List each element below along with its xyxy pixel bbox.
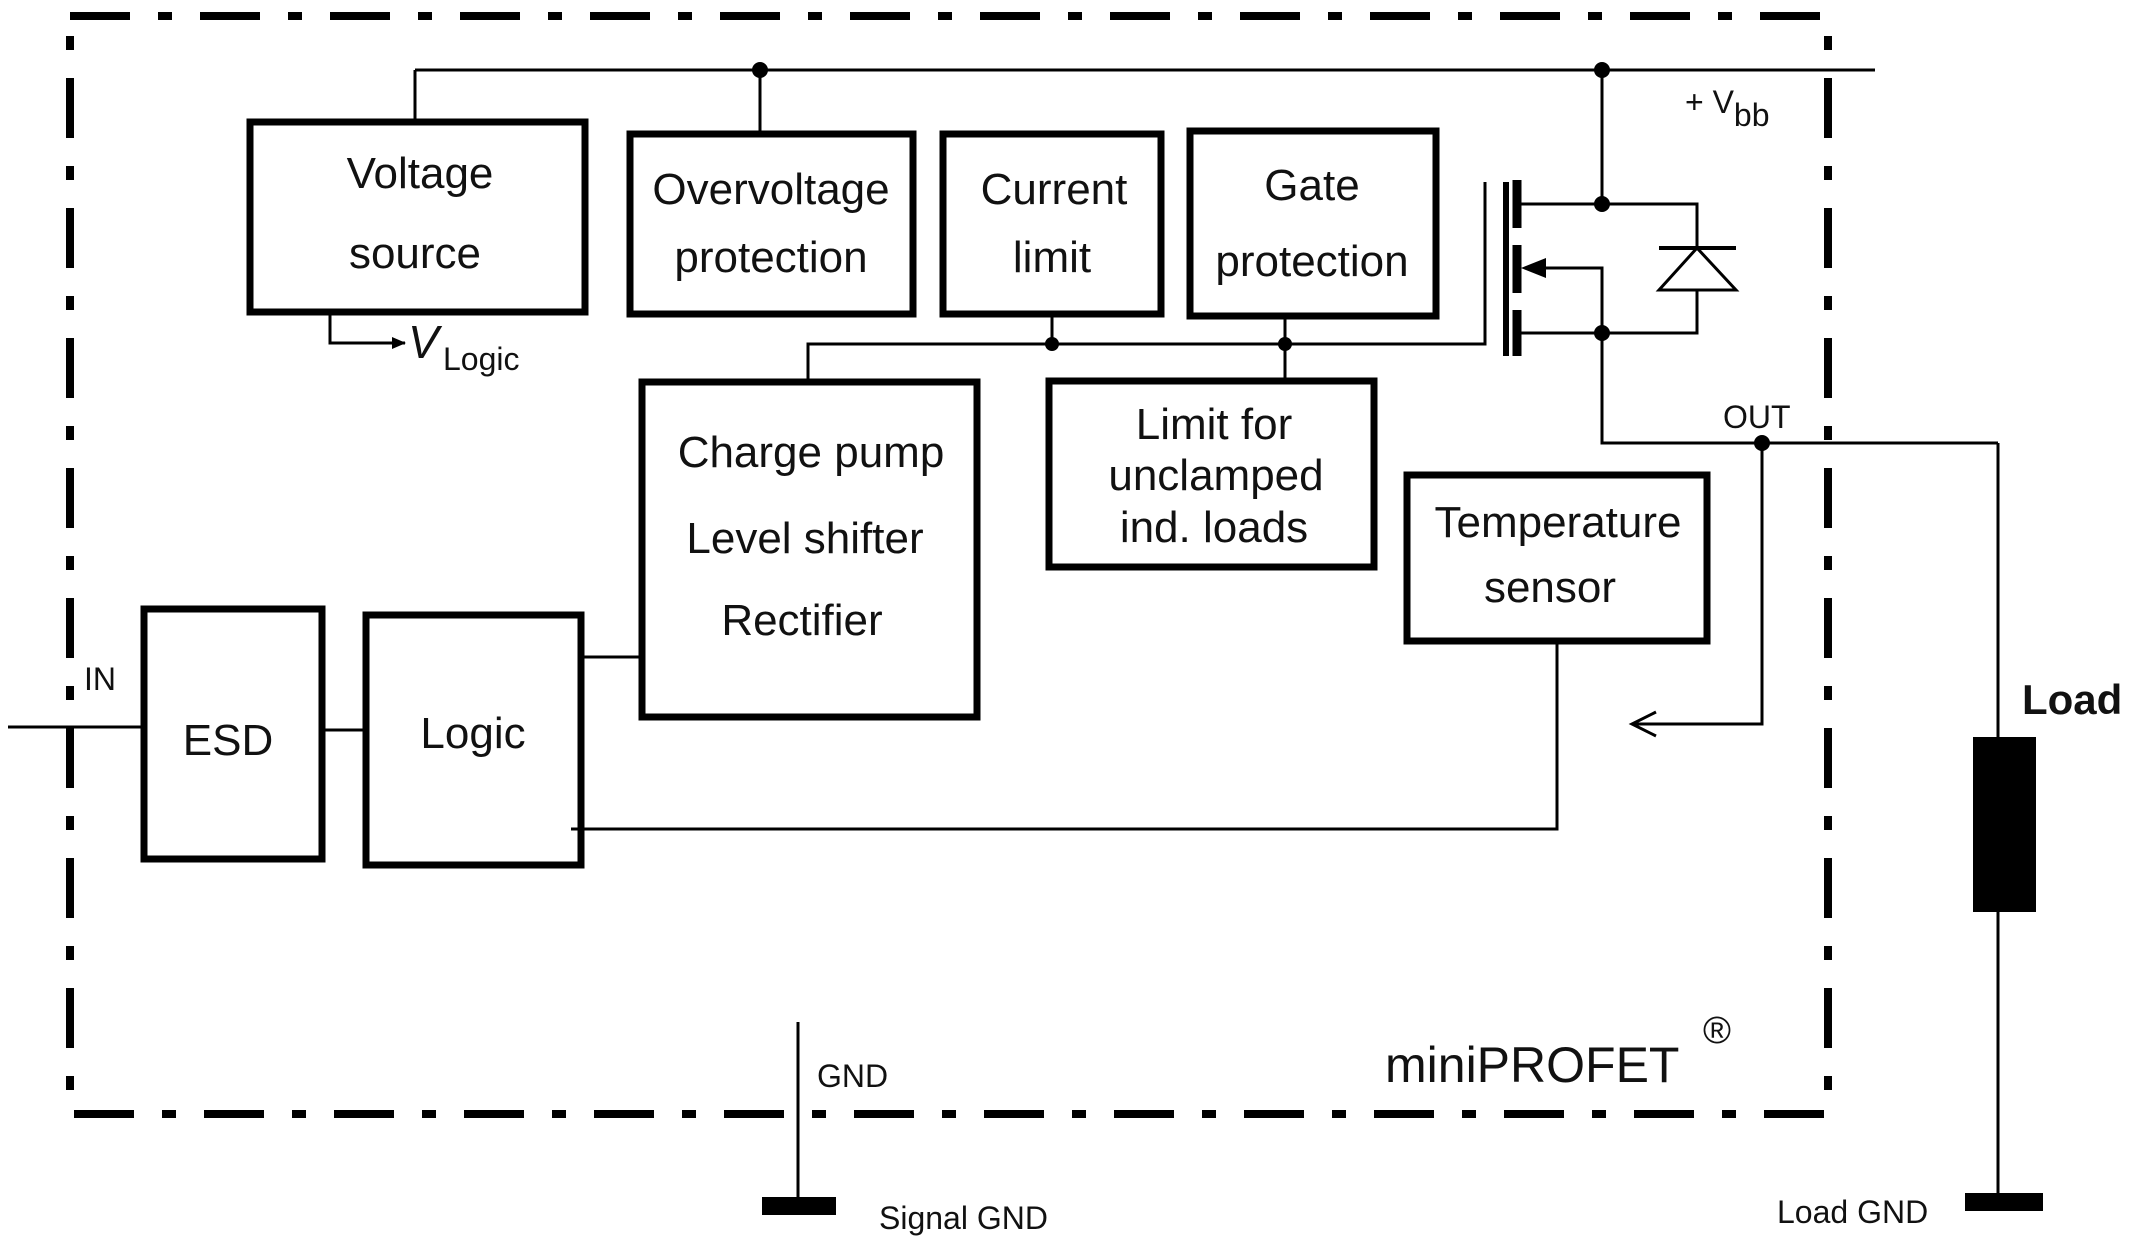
- svg-text:ESD: ESD: [183, 716, 273, 765]
- svg-text:Voltage: Voltage: [347, 149, 494, 198]
- supply-rail: [413, 62, 1875, 134]
- brand-name: miniPROFET: [1385, 1037, 1679, 1093]
- unclamped-load-limit-block: Limit for unclamped ind. loads: [1045, 377, 1378, 571]
- in-label: IN: [84, 661, 116, 697]
- current-limit-block: Current limit: [939, 130, 1165, 318]
- registered-mark: ®: [1703, 1010, 1731, 1052]
- svg-text:Logic: Logic: [420, 709, 525, 758]
- gnd-label: GND: [817, 1058, 888, 1094]
- svg-text:Current: Current: [981, 165, 1128, 214]
- voltage-source-block: Voltage source: [246, 118, 589, 316]
- overvoltage-protection-block: Overvoltage protection: [626, 130, 917, 318]
- svg-text:unclamped: unclamped: [1108, 451, 1323, 500]
- svg-text:ind. loads: ind. loads: [1120, 503, 1308, 552]
- signal-gnd-label: Signal GND: [879, 1200, 1048, 1236]
- body-diode: [1655, 245, 1740, 292]
- svg-text:Charge pump: Charge pump: [678, 428, 945, 477]
- svg-text:Level shifter: Level shifter: [686, 514, 923, 563]
- vbb-label: + Vbb: [1685, 84, 1770, 133]
- v-logic-output: V Logic: [328, 312, 520, 377]
- chip-boundary: [66, 12, 1832, 1118]
- load-branch: [1965, 443, 2043, 1211]
- temperature-sensor-block: Temperature sensor: [1403, 471, 1711, 645]
- svg-text:Temperature: Temperature: [1434, 498, 1681, 547]
- gate-protection-block: Gate protection: [1186, 127, 1440, 320]
- svg-text:Overvoltage: Overvoltage: [652, 165, 889, 214]
- load-gnd-label: Load GND: [1777, 1194, 1928, 1230]
- svg-text:limit: limit: [1013, 233, 1091, 282]
- out-feedback: [1628, 435, 1770, 738]
- power-mosfet: [1503, 70, 1998, 445]
- svg-text:Limit for: Limit for: [1136, 400, 1292, 449]
- svg-text:Logic: Logic: [443, 341, 520, 377]
- svg-text:source: source: [349, 229, 481, 278]
- svg-text:protection: protection: [674, 233, 867, 282]
- out-label: OUT: [1723, 399, 1791, 435]
- svg-text:protection: protection: [1215, 237, 1408, 286]
- logic-block: Logic: [362, 611, 585, 869]
- load-resistor: [1973, 737, 2036, 912]
- signal-ground: [762, 1022, 836, 1215]
- load-ground-symbol: [1965, 1193, 2043, 1211]
- svg-text:V: V: [408, 316, 443, 368]
- signal-ground-symbol: [762, 1197, 836, 1215]
- svg-text:Rectifier: Rectifier: [721, 596, 882, 645]
- svg-text:Gate: Gate: [1264, 161, 1359, 210]
- internal-wiring: [8, 182, 1559, 831]
- svg-text:sensor: sensor: [1484, 563, 1616, 612]
- esd-block: ESD: [140, 605, 326, 863]
- load-label: Load: [2022, 676, 2122, 723]
- charge-pump-block: Charge pump Level shifter Rectifier: [638, 378, 981, 721]
